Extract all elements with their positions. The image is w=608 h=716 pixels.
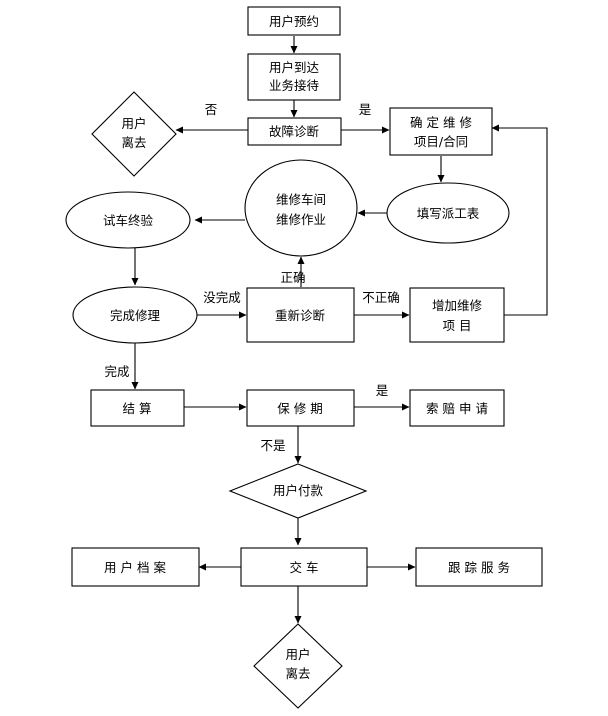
edge-label-not-warranty: 不是 (260, 438, 286, 453)
node-follow-up: 跟 踪 服 务 (415, 547, 543, 587)
node-leave-bottom: 用户 离去 (253, 623, 343, 709)
node-arrive: 用户到达 业务接待 (247, 53, 341, 101)
node-confirm: 确 定 维 修 项目/合同 (389, 107, 493, 156)
node-confirm-label-2: 项目/合同 (414, 134, 468, 149)
node-appointment: 用户预约 (247, 6, 341, 36)
node-test-drive: 试车终验 (65, 191, 191, 249)
edge-add-to-confirm (491, 124, 548, 316)
edge-label-no: 否 (205, 102, 218, 117)
node-claim: 索 赔 申 请 (409, 389, 505, 427)
node-arrive-label-2: 业务接待 (269, 78, 320, 93)
node-add-items-label-2: 项 目 (443, 318, 472, 333)
node-payment-label: 用户付款 (273, 483, 324, 498)
edge-label-completed: 完成 (104, 364, 129, 379)
edge-label-not-completed: 没完成 (203, 290, 241, 305)
edge-label-yes: 是 (359, 102, 372, 117)
node-claim-label: 索 赔 申 请 (426, 401, 488, 416)
node-leave-top-label-2: 离去 (121, 135, 146, 150)
node-delivery-label: 交 车 (290, 560, 319, 575)
node-leave-bottom-label-1: 用户 (285, 647, 310, 662)
node-complete-repair: 完成修理 (72, 286, 198, 344)
node-warranty-label: 保 修 期 (277, 401, 322, 416)
node-leave-top-label-1: 用户 (121, 116, 146, 131)
node-payment: 用户付款 (228, 463, 368, 519)
node-confirm-label-1: 确 定 维 修 (410, 115, 472, 130)
edge-label-warranty-yes: 是 (376, 383, 389, 398)
node-workshop-label-1: 维修车间 (276, 192, 326, 207)
node-fill-form-label: 填写派工表 (417, 206, 480, 221)
node-rediagnose-label: 重新诊断 (275, 308, 325, 323)
node-diagnosis-label: 故障诊断 (269, 124, 319, 139)
node-add-items: 增加维修 项 目 (409, 287, 505, 343)
node-fill-form: 填写派工表 (386, 182, 510, 244)
node-settle: 结 算 (90, 389, 185, 427)
node-records: 用 户 档 案 (71, 547, 200, 587)
node-follow-up-label: 跟 踪 服 务 (448, 560, 510, 575)
node-leave-bottom-label-2: 离去 (285, 666, 310, 681)
node-appointment-label: 用户预约 (269, 14, 319, 29)
connectors (131, 36, 548, 624)
node-leave-top: 用户 离去 (91, 91, 177, 177)
node-workshop-label-2: 维修作业 (276, 212, 326, 227)
edge-label-correct: 正确 (280, 270, 305, 285)
node-diagnosis: 故障诊断 (247, 117, 342, 146)
node-workshop: 维修车间 维修作业 (244, 159, 358, 257)
node-test-drive-label: 试车终验 (103, 213, 154, 228)
node-delivery: 交 车 (240, 547, 368, 587)
node-records-label: 用 户 档 案 (104, 560, 166, 575)
node-warranty: 保 修 期 (246, 389, 355, 427)
node-arrive-label-1: 用户到达 (269, 60, 320, 75)
edge-labels: 否 是 正确 没完成 不正确 完成 是 不是 (104, 102, 399, 453)
node-settle-label: 结 算 (123, 401, 152, 416)
edge-label-incorrect: 不正确 (362, 290, 400, 305)
node-complete-repair-label: 完成修理 (110, 308, 161, 323)
node-add-items-label-1: 增加维修 (432, 298, 483, 313)
node-rediagnose: 重新诊断 (246, 287, 355, 343)
